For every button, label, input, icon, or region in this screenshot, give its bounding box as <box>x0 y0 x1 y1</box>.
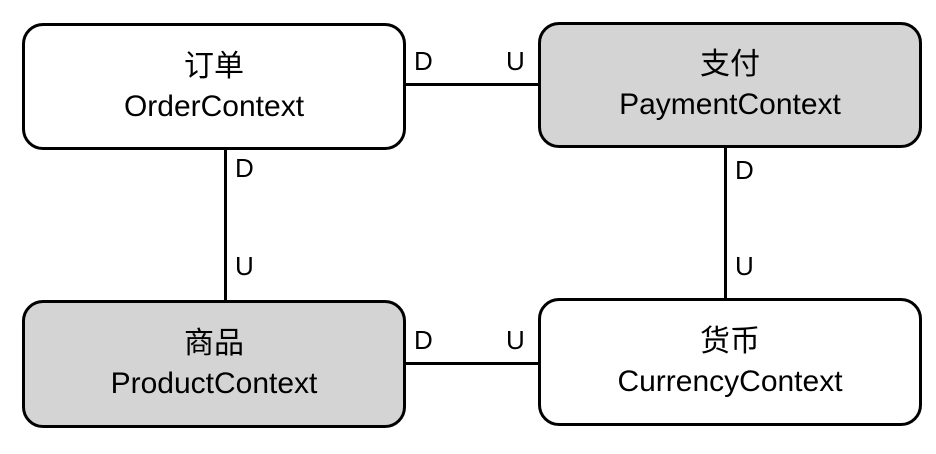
edge-payment-currency-upstream-label: U <box>735 251 754 281</box>
edge-payment-currency-downstream-label: D <box>735 155 754 185</box>
edge-order-payment-upstream-label: U <box>506 46 525 76</box>
node-currency-title-zh: 货币 <box>700 325 760 358</box>
edge-order-product-upstream-label: U <box>235 251 254 281</box>
edge-product-currency-line <box>406 362 538 365</box>
node-payment-title-en: PaymentContext <box>619 88 841 121</box>
node-product-title-zh: 商品 <box>184 327 244 360</box>
node-payment-title-zh: 支付 <box>700 48 760 81</box>
edge-order-payment-downstream-label: D <box>414 46 433 76</box>
edge-product-currency-downstream-label: D <box>414 325 433 355</box>
edge-order-product-downstream-label: D <box>235 153 254 183</box>
node-product-title-en: ProductContext <box>110 367 318 400</box>
node-order-context: 订单 OrderContext <box>22 23 406 150</box>
node-currency-title-en: CurrencyContext <box>617 365 843 398</box>
node-order-title-en: OrderContext <box>123 89 305 123</box>
edge-order-payment-line <box>406 83 538 86</box>
edge-payment-currency-line <box>724 148 727 298</box>
edge-product-currency-upstream-label: U <box>506 325 525 355</box>
edge-order-product-line <box>224 150 227 300</box>
node-order-title-zh: 订单 <box>184 49 244 83</box>
node-currency-context: 货币 CurrencyContext <box>538 298 922 426</box>
node-payment-context: 支付 PaymentContext <box>538 22 922 148</box>
node-product-context: 商品 ProductContext <box>22 300 406 428</box>
